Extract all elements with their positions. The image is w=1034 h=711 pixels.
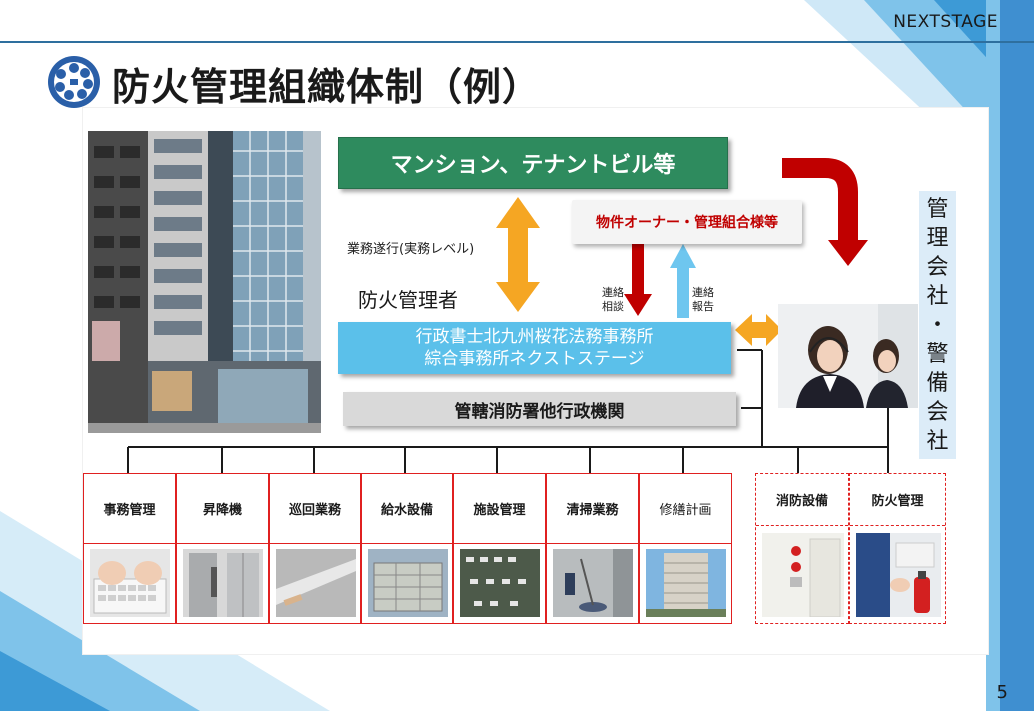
office-box: 行政書士北九州桜花法務事務所 綜合事務所ネクストステージ: [338, 322, 731, 374]
cleaning-photo-icon: [553, 549, 633, 617]
operators-photo: [778, 304, 918, 408]
parking-photo-icon: [460, 549, 540, 617]
keyboard-photo-icon: [90, 549, 170, 617]
brand-name: NEXTSTAGE: [893, 12, 998, 32]
tower-building-photo-icon: [646, 549, 726, 617]
contact-report-label: 連絡 報告: [692, 286, 714, 313]
owner-box: 物件オーナー・管理組合様等: [572, 200, 802, 244]
business-arrow: [496, 197, 540, 312]
fire-manager-label: 防火管理者: [358, 288, 458, 312]
building-photo: [88, 131, 321, 433]
category-office-admin: 事務管理: [83, 473, 176, 624]
category-facility-management: 施設管理: [453, 473, 546, 624]
side-decoration: [986, 0, 1034, 711]
fire-alarm-photo-icon: [762, 533, 844, 617]
office-name-line2: 綜合事務所ネクストステージ: [424, 349, 645, 369]
fire-department-box: 管轄消防署他行政機関: [343, 392, 736, 426]
contact-consult-label: 連絡 相談: [602, 286, 624, 313]
category-patrol: 巡回業務: [269, 473, 361, 624]
category-cleaning: 清掃業務: [546, 473, 639, 624]
category-fire-prevention: 防火管理: [849, 473, 946, 624]
header-rule: [0, 41, 1034, 43]
office-name-line1: 行政書士北九州桜花法務事務所: [415, 327, 654, 347]
management-company-label: 管 理 会 社 ・ 警 備 会 社: [919, 191, 956, 459]
business-label: 業務遂行(実務レベル): [347, 242, 475, 257]
top-right-curve-arrow: [782, 158, 858, 242]
page-title: 防火管理組織体制（例）: [112, 65, 542, 109]
page-number: 5: [996, 682, 1008, 703]
category-repair-plan: 修繕計画: [639, 473, 732, 624]
elevator-photo-icon: [183, 549, 263, 617]
category-elevator: 昇降機: [176, 473, 269, 624]
extinguisher-photo-icon: [856, 533, 941, 617]
mansion-box: マンション、テナントビル等: [338, 137, 728, 189]
category-fire-equipment: 消防設備: [755, 473, 849, 624]
ceiling-light-photo-icon: [276, 549, 356, 617]
company-logo-icon: [48, 56, 100, 108]
water-tank-photo-icon: [368, 549, 448, 617]
category-water-supply: 給水設備: [361, 473, 453, 624]
